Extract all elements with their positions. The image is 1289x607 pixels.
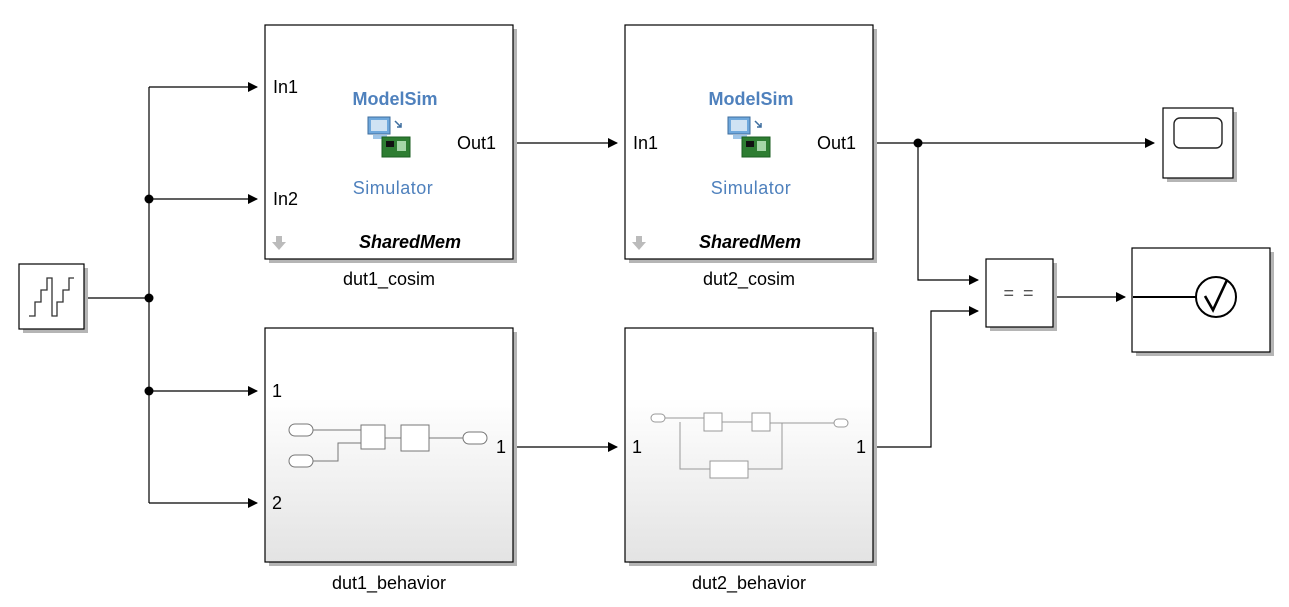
checkmark-icon [1195,276,1237,318]
dut1-cosim-port-in1: In1 [273,77,299,97]
dut2-cosim-brand-sub: Simulator [710,178,792,198]
relational-operator-symbol: = = [1003,283,1036,303]
relational-operator-block[interactable] [985,258,1057,331]
modelsim-computer-icon [727,116,771,158]
dut2-behavior-port-in1: 1 [632,437,643,457]
dut1-behavior-caption: dut1_behavior [331,573,447,593]
dut1-cosim-block[interactable] [264,24,517,263]
down-arrow-icon [272,236,286,250]
dut2-cosim-port-out1: Out1 [817,133,857,153]
dut1-behavior-port-out1: 1 [496,437,507,457]
dut2-cosim-port-in1: In1 [633,133,659,153]
dut1-behavior-port-in1: 1 [272,381,283,401]
signal-source-block[interactable] [18,263,88,333]
modelsim-computer-icon [367,116,411,158]
scope-icon [1173,117,1223,149]
dut2-behavior-caption: dut2_behavior [691,573,807,593]
scope-block[interactable] [1162,107,1237,182]
dut2-cosim-mode: SharedMem [698,232,802,252]
line-dut2-to-compare [917,143,979,285]
dut2-cosim-block[interactable] [624,24,877,263]
dut2-cosim-brand: ModelSim [708,89,794,109]
signal-source-icon [29,277,74,317]
dut2-behavior-block[interactable] [624,327,877,566]
dut1-cosim-mode: SharedMem [358,232,462,252]
assertion-block[interactable] [1131,247,1274,356]
dut1-cosim-port-out1: Out1 [457,133,497,153]
dut1-behavior-port-in2: 2 [272,493,283,513]
subsystem-preview-icon [650,412,849,479]
dut2-behavior-port-out1: 1 [856,437,867,457]
line-dut2b-to-compare [873,306,979,448]
branch-points [144,138,923,396]
dut1-cosim-brand: ModelSim [352,89,438,109]
dut1-behavior-block[interactable] [264,327,517,566]
dut1-cosim-caption: dut1_cosim [342,269,436,289]
down-arrow-icon [632,236,646,250]
subsystem-preview-icon [288,423,488,468]
dut1-cosim-port-in2: In2 [273,189,299,209]
dut2-cosim-caption: dut2_cosim [702,269,796,289]
dut1-cosim-brand-sub: Simulator [352,178,434,198]
signal-lines [86,82,1155,508]
